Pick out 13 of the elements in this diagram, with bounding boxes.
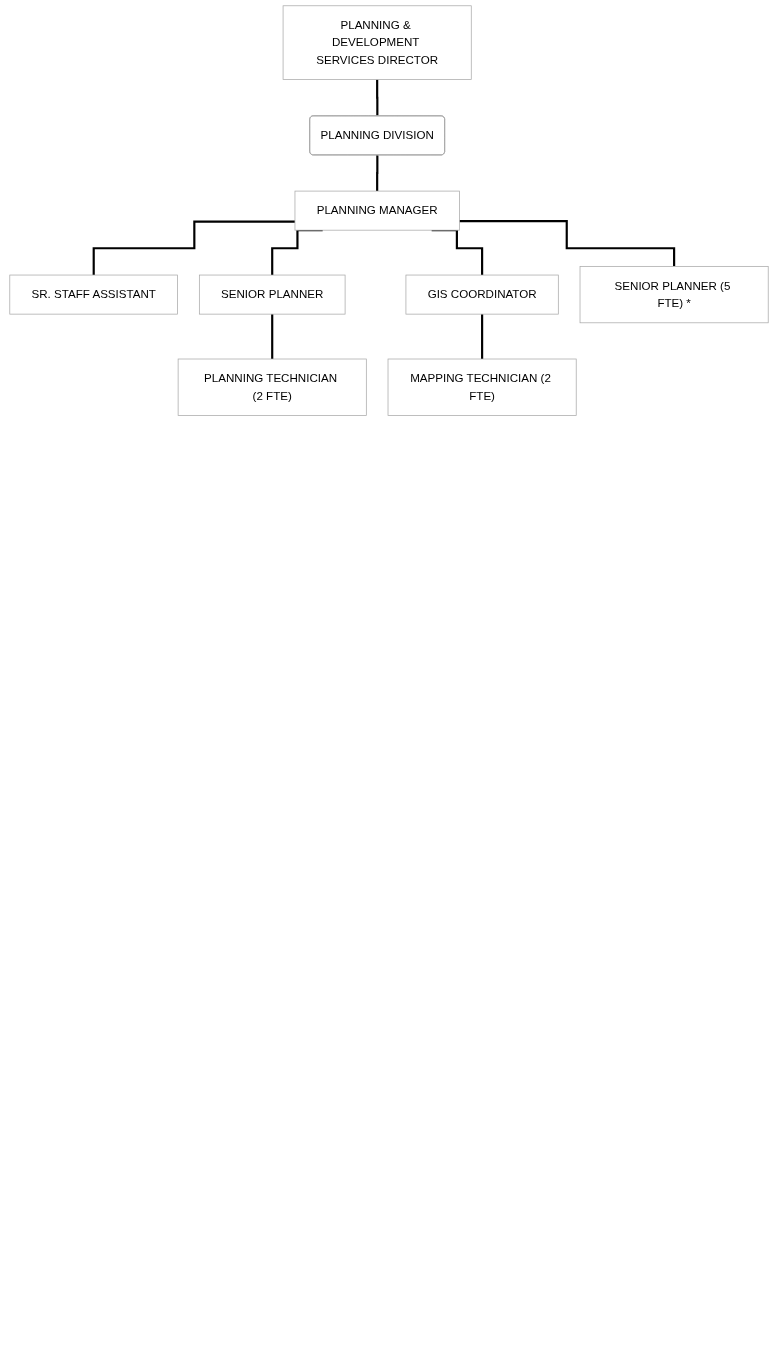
node-box: SENIOR PLANNER (5 FTE) * [579, 266, 769, 324]
connector [481, 313, 484, 361]
connector [92, 220, 295, 277]
connector [271, 313, 274, 361]
connector [459, 219, 676, 268]
node-box: MAPPING TECHNICIAN (2 FTE) [387, 358, 577, 416]
node-box: PLANNING & DEVELOPMENT SERVICES DIRECTOR [282, 5, 472, 80]
node-box: SENIOR PLANNER [199, 274, 346, 315]
connector [376, 154, 379, 193]
node-box: PLANNING MANAGER [294, 190, 460, 231]
node-box: PLANNING TECHNICIAN (2 FTE) [177, 358, 367, 416]
node-box: GIS COORDINATOR [405, 274, 559, 315]
node-box: SR. STAFF ASSISTANT [9, 274, 178, 315]
